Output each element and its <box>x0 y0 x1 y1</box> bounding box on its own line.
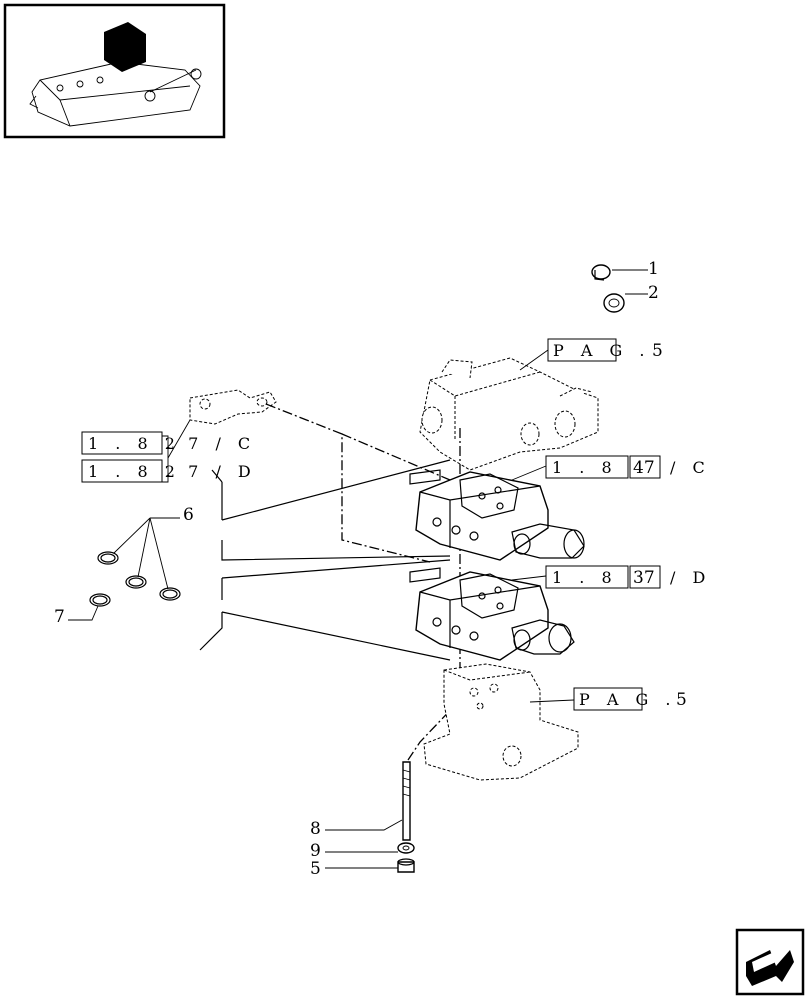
svg-text:5: 5 <box>652 341 663 361</box>
svg-text:P A G .: P A G . <box>553 341 650 360</box>
ref-1-82-47-c[interactable]: 1 . 8 2 47 / C <box>511 455 711 481</box>
plug-part-2 <box>603 293 648 313</box>
svg-text:47: 47 <box>633 458 655 478</box>
upper-housing-ghost <box>419 357 599 471</box>
bracket-ghost <box>189 389 277 425</box>
svg-text:1 . 8 2: 1 . 8 2 <box>552 458 645 477</box>
part-number-6: 6 <box>183 505 194 525</box>
control-valve-section-upper <box>409 469 585 561</box>
ref-leader-bracket <box>167 419 191 459</box>
ref-bracket <box>162 435 169 483</box>
svg-text:/ C: / C <box>670 458 711 477</box>
part-number-5-nut: 5 <box>310 859 321 879</box>
svg-text:/ D: / D <box>670 568 711 587</box>
ref-1-82-7-d[interactable]: 1 . 8 2 . 7 / D <box>81 459 257 483</box>
nut-part-5 <box>325 858 415 873</box>
svg-text:5: 5 <box>676 690 687 710</box>
ref-pag-bottom[interactable]: P A G . 5 <box>529 687 687 711</box>
svg-text:37: 37 <box>633 568 655 588</box>
part-number-8: 8 <box>310 819 321 839</box>
ref-1-82-37-d[interactable]: 1 . 8 2 37 / D <box>511 565 711 589</box>
next-page-arrow-icon[interactable] <box>735 928 805 996</box>
ref-1-82-7-c[interactable]: 1 . 8 2 . 7 / C <box>81 431 256 455</box>
lower-housing-ghost <box>423 663 579 781</box>
o-ring-seals <box>68 517 181 621</box>
part-number-9: 9 <box>310 841 321 861</box>
washer-part-9 <box>325 842 415 854</box>
svg-text:. 7 / C: . 7 / C <box>166 434 256 453</box>
plug-part-1 <box>591 264 648 281</box>
tractor-lift-cover-thumbnail-icon <box>29 22 202 127</box>
ref-pag-top[interactable]: P A G . 5 <box>519 338 663 371</box>
svg-text:. 7 / D: . 7 / D <box>166 462 257 481</box>
seal-location-lines <box>199 459 451 661</box>
stud-part-8 <box>325 761 411 841</box>
svg-text:1 . 8 2: 1 . 8 2 <box>88 462 181 481</box>
svg-text:1 . 8 2: 1 . 8 2 <box>88 434 181 453</box>
control-valve-section-lower <box>409 567 575 661</box>
part-number-7: 7 <box>54 607 65 627</box>
part-number-1: 1 <box>648 259 659 279</box>
alignment-lines <box>265 403 461 761</box>
part-number-2: 2 <box>648 283 659 303</box>
svg-text:P A G .: P A G . <box>579 690 676 709</box>
svg-text:1 . 8 2: 1 . 8 2 <box>552 568 645 587</box>
thumbnail-frame[interactable] <box>3 3 226 139</box>
